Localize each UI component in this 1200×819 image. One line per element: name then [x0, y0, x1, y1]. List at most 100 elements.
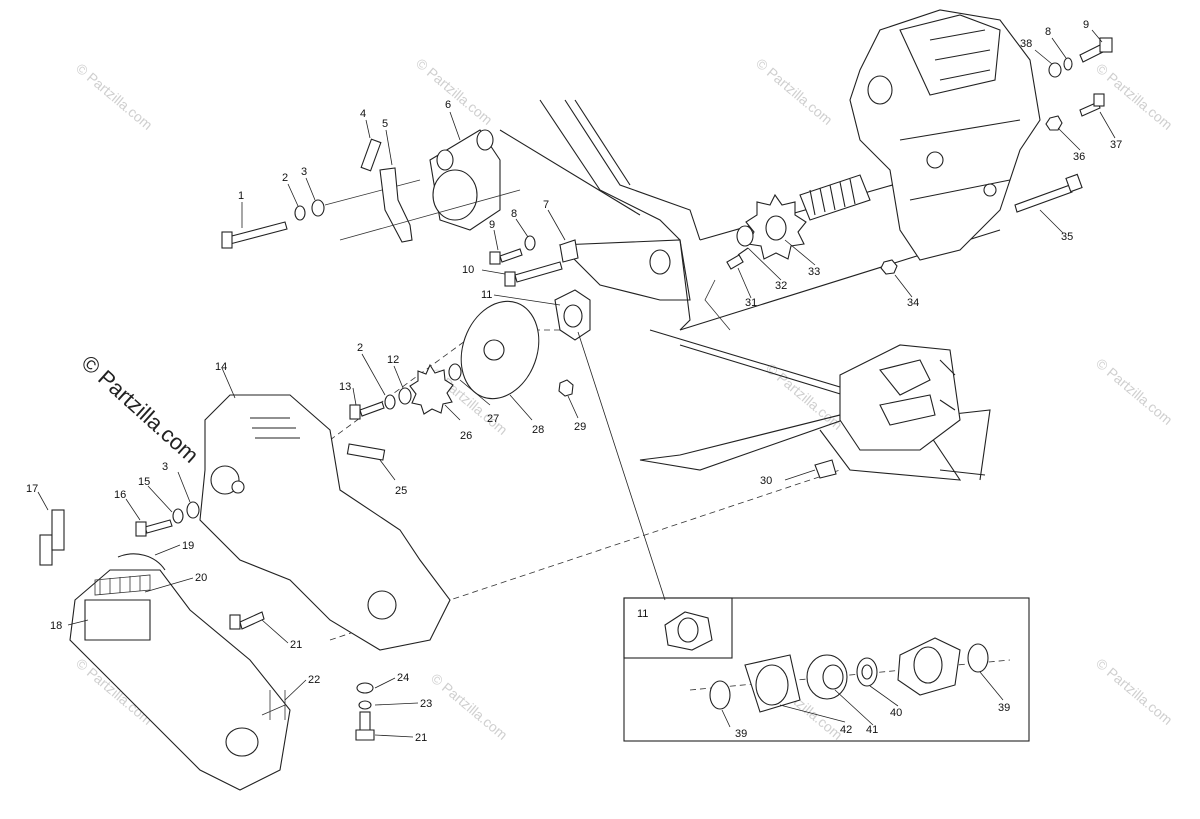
callout-18: 18 [50, 620, 62, 632]
washer-8-left [524, 235, 536, 251]
watermark-text: © Partzilla.com [73, 60, 156, 133]
callout-29: 29 [574, 421, 586, 433]
watermark-text: © Partzilla.com [428, 670, 511, 743]
callout-11: 11 [637, 608, 648, 620]
callout-8: 8 [511, 208, 517, 220]
callout-30: 30 [760, 475, 772, 487]
washer-27 [448, 363, 462, 381]
callout-9: 9 [1083, 19, 1089, 31]
bolt-21-bottom [355, 711, 375, 741]
callout-36: 36 [1073, 151, 1085, 163]
callout-23: 23 [420, 698, 432, 710]
decal-4 [360, 138, 382, 172]
callout-6: 6 [445, 99, 451, 111]
sprocket-33 [745, 193, 807, 260]
callout-9: 9 [489, 219, 495, 231]
callout-8: 8 [1045, 26, 1051, 38]
housing-42 [744, 654, 801, 713]
callout-37: 37 [1110, 139, 1122, 151]
bracket-30 [814, 459, 837, 479]
callout-38: 38 [1020, 38, 1032, 50]
callout-10: 10 [462, 264, 474, 276]
watermark-text: © Partzilla.com [763, 360, 846, 433]
callout-12: 12 [387, 354, 399, 366]
bolt-9-left [489, 248, 523, 265]
plate-hole [649, 249, 671, 275]
watermark-text: © Partzilla.com [1093, 655, 1176, 728]
washer-32 [736, 225, 754, 247]
brake-disc-28 [460, 300, 540, 400]
callout-40: 40 [890, 707, 902, 719]
pins-17 [39, 509, 65, 566]
bolt-31 [726, 247, 749, 270]
bolt-10 [504, 261, 563, 287]
flange-11-inset [664, 611, 713, 651]
watermark-text: © Partzilla.com [413, 55, 496, 128]
heat-shield [839, 344, 961, 451]
bolt-16 [135, 519, 173, 537]
callout-21: 21 [290, 639, 302, 651]
callout-39: 39 [998, 702, 1010, 714]
callout-26: 26 [460, 430, 472, 442]
sprocket-26 [409, 363, 454, 415]
callout-41: 41 [866, 724, 878, 736]
bracket-5 [379, 167, 413, 243]
callout-28: 28 [532, 424, 544, 436]
hardware-36-37 [1045, 93, 1105, 131]
callout-3: 3 [301, 166, 307, 178]
callout-7: 7 [543, 199, 549, 211]
callout-20: 20 [195, 572, 207, 584]
watermark-text: © Partzilla.com [753, 55, 836, 128]
washer-12 [398, 387, 412, 405]
callout-17: 17 [26, 483, 38, 495]
bearing-41 [806, 654, 848, 700]
bolt-21-left [229, 611, 265, 630]
callout-35: 35 [1061, 231, 1073, 243]
callout-15: 15 [138, 476, 150, 488]
callout-11: 11 [481, 289, 492, 301]
motor-6 [429, 129, 501, 231]
washer-23 [358, 700, 372, 710]
washer-3-lower [186, 501, 200, 519]
callout-16: 16 [114, 489, 126, 501]
clip-7 [559, 239, 579, 263]
flange-11 [554, 289, 591, 341]
spring-19 [117, 553, 166, 571]
callout-5: 5 [382, 118, 388, 130]
bolt-1 [221, 221, 288, 249]
leader-lines [37, 29, 1116, 738]
callout-4: 4 [360, 108, 366, 120]
pin-25 [346, 443, 386, 461]
chaincase-inner-18 [69, 569, 291, 791]
callout-3: 3 [162, 461, 168, 473]
callout-42: 42 [840, 724, 852, 736]
callout-21: 21 [415, 732, 427, 744]
callout-2: 2 [282, 172, 288, 184]
detail-inset [623, 597, 1030, 742]
washer-3 [311, 199, 325, 217]
collar-40 [856, 657, 878, 687]
callout-24: 24 [397, 672, 409, 684]
nut-34 [880, 259, 898, 275]
watermark-prominent: © Partzilla.com [77, 350, 204, 468]
bolt-35 [1014, 173, 1083, 213]
hardware-38-8-9 [1048, 37, 1113, 78]
callout-39: 39 [735, 728, 747, 740]
seal-39-right [967, 643, 989, 673]
washer-2-mid [384, 394, 396, 410]
callout-labels: 1 2 3 4 5 6 7 8 9 10 11 2 12 13 14 25 26… [26, 19, 1122, 744]
callout-22: 22 [308, 674, 320, 686]
washer-2 [294, 205, 306, 221]
bolt-13 [349, 401, 385, 420]
washer-24 [356, 682, 374, 694]
flange-40-right [897, 637, 961, 696]
gearcase-assembly [799, 9, 1041, 261]
callout-2: 2 [357, 342, 363, 354]
callout-14: 14 [215, 361, 227, 373]
watermark-text: © Partzilla.com [1093, 355, 1176, 428]
callout-25: 25 [395, 485, 407, 497]
seal-39-left [709, 680, 731, 710]
callout-19: 19 [182, 540, 194, 552]
callout-31: 31 [745, 297, 757, 309]
